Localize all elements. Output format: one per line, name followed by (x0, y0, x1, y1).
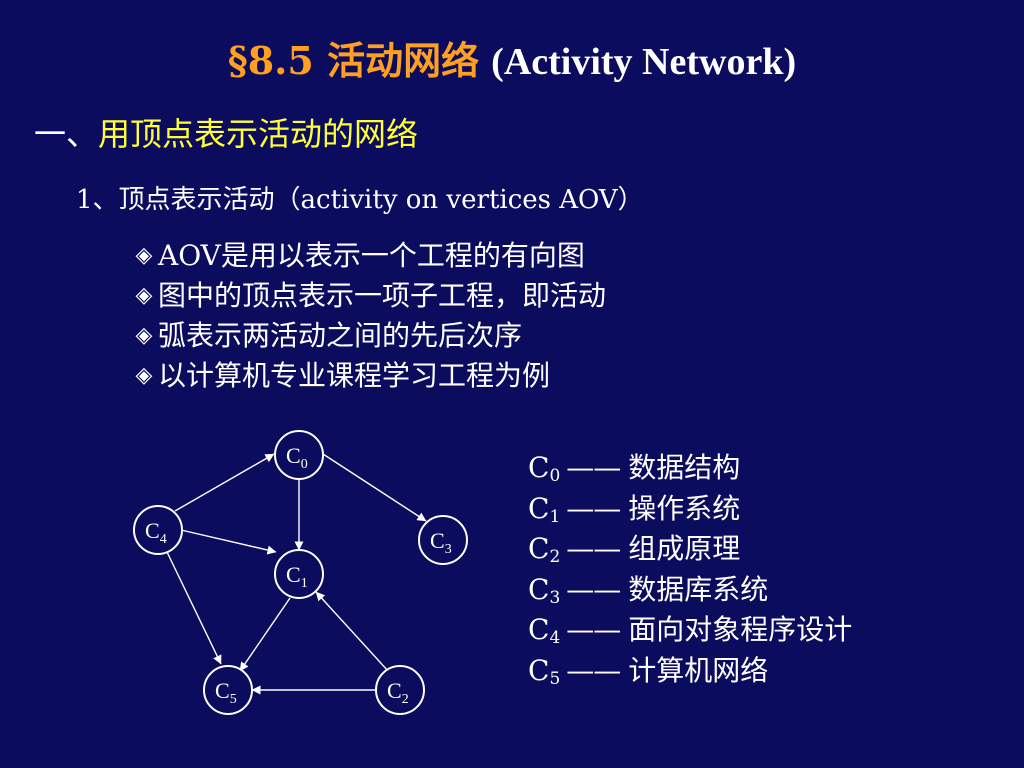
svg-text:C2: C2 (387, 678, 409, 707)
edge-c0-c3 (322, 453, 427, 522)
bullet-item: ◈AOV是用以表示一个工程的有向图 (130, 236, 606, 276)
legend-node: C (528, 532, 550, 565)
bullet-text: 弧表示两活动之间的先后次序 (158, 319, 523, 352)
graph-node-c0: C0 (274, 430, 324, 480)
section-heading: 一、用顶点表示活动的网络 (34, 112, 418, 156)
title-section: §8.5 活动网络 (227, 38, 480, 83)
node-subscript: 0 (301, 457, 308, 472)
legend-node: C (528, 491, 550, 525)
graph-node-c5: C5 (203, 665, 253, 715)
node-label: C (387, 678, 402, 703)
node-subscript: 1 (301, 576, 308, 591)
legend-item-c4: C4——面向对象程序设计 (528, 610, 852, 651)
diamond-bullet-icon: ◈ (135, 243, 153, 268)
legend-dash: —— (566, 572, 621, 606)
edge-c4-c5 (166, 551, 222, 665)
heading-text: 用顶点表示活动的网络 (98, 115, 419, 153)
legend-item-c2: C2——组成原理 (528, 529, 852, 570)
legend-node: C (528, 451, 550, 484)
legend-dash: —— (566, 451, 621, 484)
bullet-item: ◈图中的顶点表示一项子工程，即活动 (130, 276, 606, 316)
svg-text:C4: C4 (145, 518, 167, 547)
edge-c4-c0 (174, 453, 275, 512)
node-subscript: 5 (230, 692, 237, 707)
legend-dash: —— (566, 532, 621, 565)
legend-text: 操作系统 (628, 491, 741, 525)
diamond-bullet-icon: ◈ (135, 363, 153, 388)
graph-node-c4: C4 (133, 505, 183, 555)
diamond-bullet-icon: ◈ (135, 283, 153, 308)
legend-item-c3: C3——数据库系统 (528, 570, 852, 611)
node-label: C (145, 518, 160, 543)
legend-dash: —— (566, 491, 621, 525)
legend-subscript: 3 (549, 587, 561, 608)
legend-subscript: 4 (549, 628, 561, 648)
bullet-text: 以计算机专业课程学习工程为例 (158, 359, 551, 392)
graph-node-c2: C2 (375, 665, 425, 715)
legend-subscript: 0 (549, 466, 561, 486)
legend-text: 数据库系统 (628, 572, 769, 606)
diamond-bullet-icon: ◈ (135, 323, 153, 348)
bullet-list: ◈AOV是用以表示一个工程的有向图 ◈图中的顶点表示一项子工程，即活动 ◈弧表示… (130, 236, 606, 396)
node-label: C (286, 562, 301, 587)
title-english: (Activity Network) (491, 41, 797, 83)
legend-subscript: 5 (549, 668, 561, 689)
legend-text: 计算机网络 (628, 653, 769, 687)
slide-title: §8.5 活动网络 (Activity Network) (0, 36, 1024, 87)
node-label: C (286, 443, 301, 468)
legend-node: C (528, 653, 550, 687)
bullet-item: ◈弧表示两活动之间的先后次序 (130, 316, 606, 356)
legend-dash: —— (566, 613, 621, 646)
course-legend: C0——数据结构 C1——操作系统 C2——组成原理 C3——数据库系统 C4—… (528, 448, 852, 691)
subheading: 1、顶点表示活动（activity on vertices AOV） (76, 185, 644, 215)
node-subscript: 4 (160, 532, 167, 547)
edge-c4-c1 (180, 529, 277, 555)
legend-text: 数据结构 (628, 451, 741, 484)
bullet-text: AOV是用以表示一个工程的有向图 (158, 239, 585, 272)
edge-c2-c1 (315, 591, 390, 673)
legend-item-c0: C0——数据结构 (528, 448, 852, 489)
node-label: C (215, 678, 230, 703)
node-subscript: 2 (402, 692, 409, 707)
bullet-text: 图中的顶点表示一项子工程，即活动 (158, 279, 607, 312)
svg-text:C5: C5 (215, 678, 237, 707)
legend-text: 面向对象程序设计 (628, 613, 853, 646)
legend-item-c5: C5——计算机网络 (528, 651, 852, 692)
graph-node-c3: C3 (418, 515, 468, 565)
svg-text:C0: C0 (286, 443, 308, 472)
legend-node: C (528, 572, 550, 606)
legend-node: C (528, 613, 550, 646)
legend-subscript: 1 (549, 506, 561, 527)
legend-dash: —— (566, 653, 621, 687)
heading-number: 一、 (34, 115, 99, 153)
node-label: C (430, 528, 445, 553)
edge-c1-c5 (239, 597, 291, 672)
svg-text:C1: C1 (286, 562, 308, 591)
legend-text: 组成原理 (628, 532, 741, 565)
legend-item-c1: C1——操作系统 (528, 489, 852, 530)
svg-text:C3: C3 (430, 528, 452, 557)
bullet-item: ◈以计算机专业课程学习工程为例 (130, 356, 606, 396)
graph-node-c1: C1 (274, 549, 324, 599)
legend-subscript: 2 (549, 547, 561, 567)
node-subscript: 3 (445, 542, 452, 557)
